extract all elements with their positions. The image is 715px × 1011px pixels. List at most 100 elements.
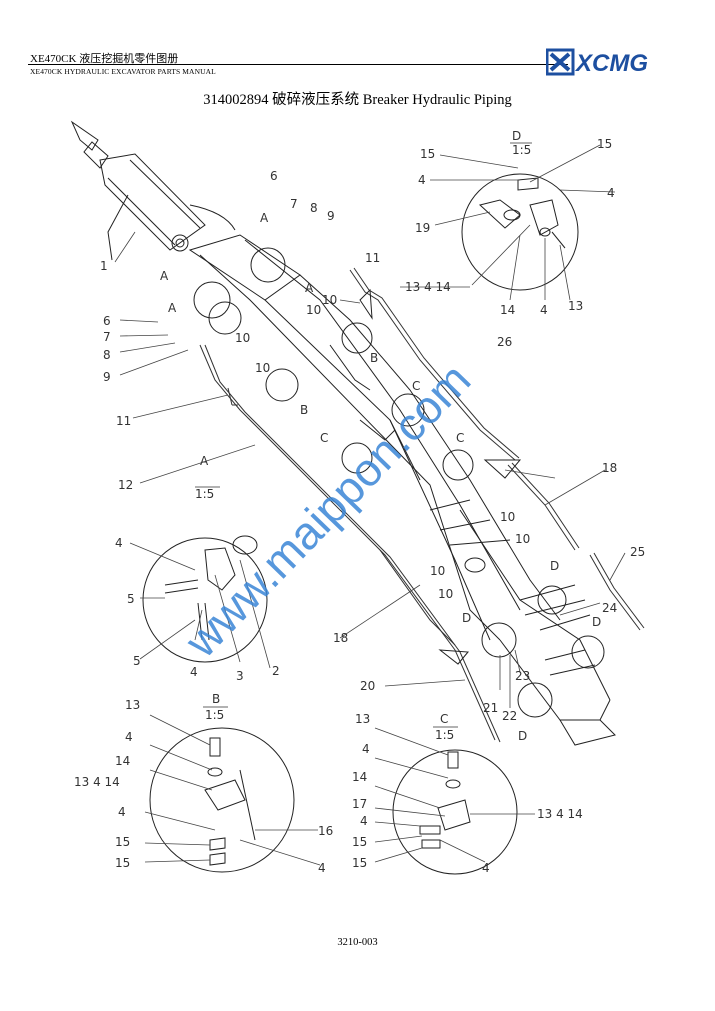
watermark-text: www.maippon.com: [174, 353, 480, 668]
callout-10: 10: [235, 331, 250, 345]
view-D-label: D: [512, 129, 521, 143]
callout-4: 4: [607, 186, 615, 200]
callout-13: 13: [355, 712, 370, 726]
callout-8: 8: [103, 348, 111, 362]
callout-10: 10: [255, 361, 270, 375]
callout-23: 23: [515, 669, 530, 683]
callout-group-13-4-14: 13 4 14: [74, 775, 120, 789]
detail-B-parts: [204, 737, 256, 866]
header-rule: [28, 64, 568, 65]
callout-20: 20: [360, 679, 375, 693]
callout-15: 15: [115, 835, 130, 849]
callout-4: 4: [362, 742, 370, 756]
callout-14: 14: [352, 770, 367, 784]
page-code: 3210-003: [337, 937, 378, 948]
detail-circle-D: [461, 173, 579, 291]
callout-7: 7: [103, 330, 111, 344]
callout-12: 12: [118, 478, 133, 492]
hydraulic-pipes: [199, 267, 645, 743]
excavator-arm: [188, 234, 616, 746]
view-B-detail-label: B: [212, 692, 220, 706]
view-D-label-5: D: [518, 729, 527, 743]
brand-wordmark: XCMG: [574, 50, 648, 76]
callout-5: 5: [133, 654, 141, 668]
xcmg-logo: XCMG: [545, 48, 661, 81]
callout-3: 3: [236, 669, 244, 683]
header-model-cn: XE470CK 液压挖掘机零件图册: [30, 53, 179, 65]
callout-5: 5: [127, 592, 135, 606]
callout-11: 11: [116, 414, 131, 428]
callout-18: 18: [333, 631, 348, 645]
detail-circle-A: [142, 537, 268, 663]
detail-A-parts: [164, 535, 258, 641]
callout-16: 16: [318, 824, 333, 838]
callout-21: 21: [483, 701, 498, 715]
scale-rules: [195, 142, 532, 728]
view-B-label-2: B: [300, 403, 308, 417]
view-A-label: A: [260, 211, 269, 225]
page-title: 314002894 破碎液压系统 Breaker Hydraulic Pipin…: [203, 92, 512, 108]
view-D-label-3: D: [592, 615, 601, 629]
view-A-detail-scale: 1:5: [195, 487, 214, 501]
callout-4: 4: [125, 730, 133, 744]
callout-4: 4: [318, 861, 326, 875]
leader-lines: [114, 144, 626, 866]
view-C-label-2: C: [320, 431, 328, 445]
view-C-label-3: C: [456, 431, 464, 445]
callout-15: 15: [115, 856, 130, 870]
view-D-scale: 1:5: [512, 143, 531, 157]
callout-13: 13: [125, 698, 140, 712]
view-B-detail-scale: 1:5: [205, 708, 224, 722]
callout-15: 15: [597, 137, 612, 151]
callout-4: 4: [190, 665, 198, 679]
callout-6: 6: [103, 314, 111, 328]
callout-10: 10: [430, 564, 445, 578]
callout-6: 6: [270, 169, 278, 183]
callout-15: 15: [352, 835, 367, 849]
view-A-detail-label: A: [200, 454, 209, 468]
callout-15: 15: [352, 856, 367, 870]
view-C-detail-scale: 1:5: [435, 728, 454, 742]
callout-group-13-4-14: 13 4 14: [537, 807, 583, 821]
callout-8: 8: [310, 201, 318, 215]
callout-14: 14: [500, 303, 515, 317]
callout-9: 9: [327, 209, 335, 223]
detail-circle-C: [392, 749, 518, 875]
detail-C-parts: [419, 751, 471, 849]
callout-15: 15: [420, 147, 435, 161]
callout-14: 14: [115, 754, 130, 768]
header-model-en: XE470CK HYDRAULIC EXCAVATOR PARTS MANUAL: [30, 67, 216, 76]
callout-labels: D 1:5 15 15 4 4 19 13 4 14 14 4 13 6 7 8…: [74, 129, 645, 875]
callout-4: 4: [540, 303, 548, 317]
callout-10: 10: [515, 532, 530, 546]
callout-13: 13: [568, 299, 583, 313]
detail-D-parts: [478, 177, 566, 249]
callout-4: 4: [360, 814, 368, 828]
callout-26: 26: [497, 335, 512, 349]
callout-group-13-4-14: 13 4 14: [405, 280, 451, 294]
callout-10: 10: [322, 293, 337, 307]
callout-11: 11: [365, 251, 380, 265]
callout-4: 4: [482, 861, 490, 875]
view-marker-D: [483, 459, 522, 479]
detail-circle-B: [149, 727, 295, 873]
callout-17: 17: [352, 797, 367, 811]
callout-10: 10: [500, 510, 515, 524]
callout-22: 22: [502, 709, 517, 723]
breaker-chisel: [70, 120, 236, 261]
callout-10: 10: [306, 303, 321, 317]
callout-25: 25: [630, 545, 645, 559]
view-C-label: C: [412, 379, 420, 393]
callout-2: 2: [272, 664, 280, 678]
view-A-label-3: A: [160, 269, 169, 283]
view-C-detail-label: C: [440, 712, 448, 726]
callout-19: 19: [415, 221, 430, 235]
view-marker-B: [359, 288, 373, 320]
callout-4: 4: [115, 536, 123, 550]
callout-4: 4: [118, 805, 126, 819]
view-D-label-4: D: [462, 611, 471, 625]
view-A-label-4: A: [168, 301, 177, 315]
view-B-label: B: [370, 351, 378, 365]
callout-10: 10: [438, 587, 453, 601]
